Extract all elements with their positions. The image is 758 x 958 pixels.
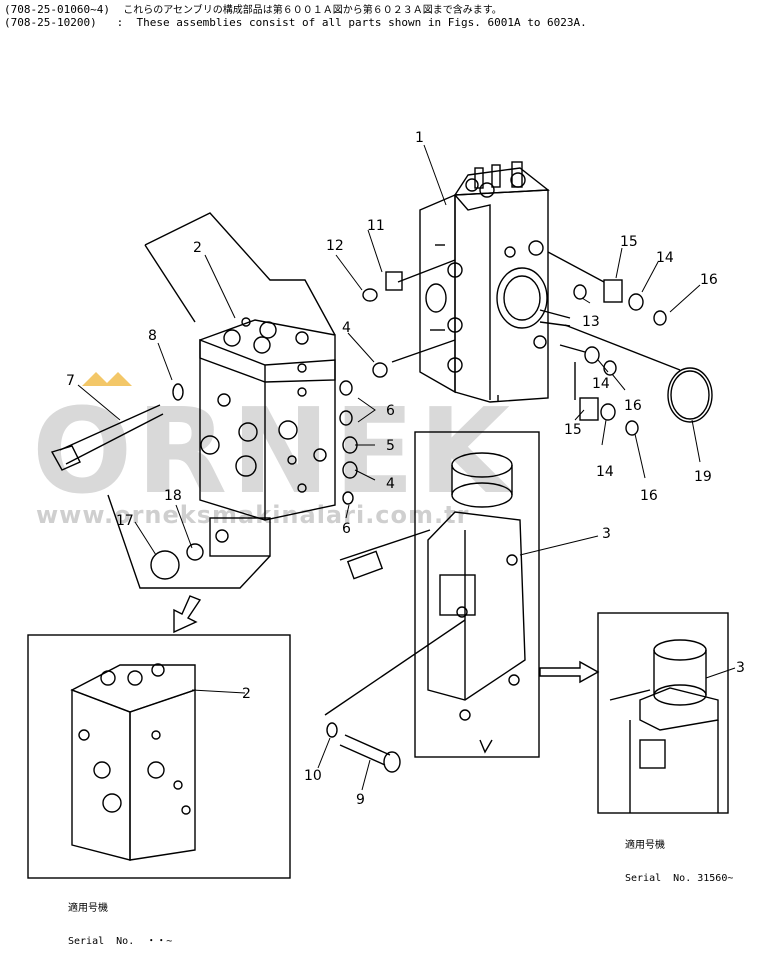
callout-14-a: 14 bbox=[656, 250, 674, 266]
callout-11: 11 bbox=[367, 218, 385, 234]
arrow-down-icon bbox=[173, 595, 202, 634]
callout-4-upper: 4 bbox=[342, 320, 351, 336]
watermark-url: www.orneksmakinalari.com.tr bbox=[36, 501, 469, 529]
watermark-accent-mark-2 bbox=[104, 372, 132, 386]
serial-left-en: Serial No. ・・~ bbox=[68, 936, 173, 947]
arrow-right-icon bbox=[539, 660, 600, 684]
callout-1: 1 bbox=[415, 130, 424, 146]
callout-18: 18 bbox=[164, 488, 182, 504]
callout-9: 9 bbox=[356, 792, 365, 808]
callout-14-b: 14 bbox=[592, 376, 610, 392]
serial-label-right: 適用号機 Serial No. 31560~ bbox=[625, 818, 733, 895]
callout-2: 2 bbox=[193, 240, 202, 256]
serial-right-en: Serial No. 31560~ bbox=[625, 873, 734, 884]
header-text-en: : These assemblies consist of all parts … bbox=[116, 16, 587, 29]
valve-block-part-2 bbox=[107, 212, 336, 589]
callout-13: 13 bbox=[582, 314, 600, 330]
callout-4-lower: 4 bbox=[386, 476, 395, 492]
detail-box-right bbox=[597, 612, 729, 814]
callout-10: 10 bbox=[304, 768, 322, 784]
callout-6-upper: 6 bbox=[386, 403, 395, 419]
exploded-diagram: ORNEK www.orneksmakinalari.com.tr bbox=[27, 130, 745, 879]
serial-right-jp: 適用号機 bbox=[625, 840, 665, 851]
header-code-1: (708-25-01060~4) bbox=[4, 3, 110, 16]
watermark: ORNEK www.orneksmakinalari.com.tr bbox=[32, 372, 515, 529]
callout-12: 12 bbox=[326, 238, 344, 254]
serial-label-left: 適用号機 Serial No. ・・~ bbox=[68, 881, 172, 958]
callout-labels: 1 2 3 4 4 5 6 6 7 8 9 10 11 12 13 14 14 … bbox=[66, 130, 745, 808]
callout-2-detail: 2 bbox=[242, 686, 251, 702]
callout-3: 3 bbox=[602, 526, 611, 542]
callout-8: 8 bbox=[148, 328, 157, 344]
callout-17: 17 bbox=[116, 513, 134, 529]
solenoid-part-3 bbox=[339, 431, 540, 758]
callout-15-a: 15 bbox=[620, 234, 638, 250]
callout-16-b: 16 bbox=[624, 398, 642, 414]
header-line-1: (708-25-01060~4) これらのアセンブリの構成部品は第６００１Ａ図か… bbox=[4, 3, 502, 17]
watermark-accent-mark bbox=[82, 372, 110, 386]
callout-19: 19 bbox=[694, 469, 712, 485]
callout-16-c: 16 bbox=[640, 488, 658, 504]
callout-15-b: 15 bbox=[564, 422, 582, 438]
watermark-brand: ORNEK bbox=[32, 382, 515, 520]
bolt-part-7 bbox=[50, 383, 184, 471]
leader-lines bbox=[77, 144, 736, 791]
header-line-2: (708-25-10200) : These assemblies consis… bbox=[4, 16, 587, 29]
bolt-part-9 bbox=[324, 619, 466, 773]
header-code-2: (708-25-10200) bbox=[4, 16, 97, 29]
valve-block-part-1 bbox=[419, 161, 571, 403]
callout-3-detail: 3 bbox=[736, 660, 745, 676]
callout-16-a: 16 bbox=[700, 272, 718, 288]
callout-5: 5 bbox=[386, 438, 395, 454]
callout-14-c: 14 bbox=[596, 464, 614, 480]
direction-arrows bbox=[173, 595, 600, 684]
serial-left-jp: 適用号機 bbox=[68, 903, 108, 914]
callout-7: 7 bbox=[66, 373, 75, 389]
header-text-jp: これらのアセンブリの構成部品は第６００１Ａ図から第６０２３Ａ図まで含みます。 bbox=[123, 5, 502, 16]
detail-box-left bbox=[27, 634, 291, 879]
callout-6-lower: 6 bbox=[342, 521, 351, 537]
seals-and-plugs bbox=[150, 251, 713, 580]
